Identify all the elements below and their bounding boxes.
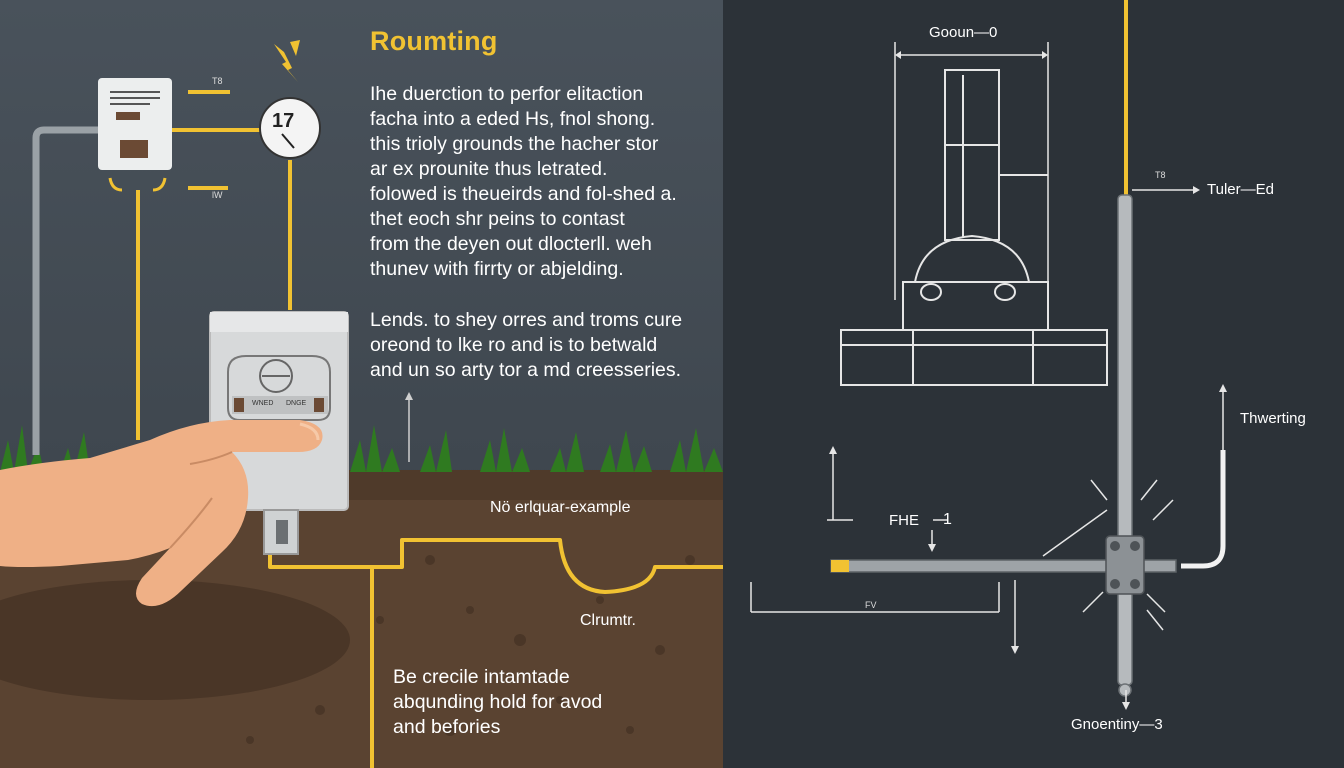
bent-wire xyxy=(1181,450,1226,569)
meter-gauge xyxy=(259,97,321,159)
meter-number: 17 xyxy=(272,110,295,132)
panel-lid xyxy=(210,312,348,332)
illustration-svg xyxy=(0,40,723,768)
bottom-line: abqunding hold for avod xyxy=(393,691,603,713)
intro-line: facha into a eded Hs, fnol shong. xyxy=(370,108,656,130)
panel-switch-right: DNGE xyxy=(286,400,307,407)
fhe-label: FHE xyxy=(889,512,919,529)
meter-slot-top xyxy=(116,112,140,120)
bolt-left-icon xyxy=(920,283,942,301)
clrumtr-label: Clrumtr. xyxy=(580,612,636,629)
bottom-paragraph: Be crecile intamtade abqunding hold for … xyxy=(393,665,602,740)
tuler-label: Tuler—Ed xyxy=(1207,181,1274,198)
top-dimension xyxy=(894,42,1049,300)
intro-line: thet eoch shr peins to contast xyxy=(370,208,625,230)
lightning-icon xyxy=(274,44,298,82)
dimension-lines xyxy=(750,450,1127,705)
second-paragraph: Lends. to shey orres and troms cure oreo… xyxy=(370,308,682,383)
intro-line: Ihe duerction to perfor elitaction xyxy=(370,83,644,105)
hand xyxy=(0,420,323,607)
panel-dial xyxy=(259,359,293,393)
intro-line: this trioly grounds the hacher stor xyxy=(370,133,659,155)
tag-top: T8 xyxy=(212,76,223,86)
page-title: Roumting xyxy=(370,26,498,56)
conductor-tip xyxy=(831,560,849,572)
intro-line: ar ex prounite thus letrated. xyxy=(370,158,608,180)
thwerting-label: Thwerting xyxy=(1240,410,1306,427)
soil-stones xyxy=(246,555,695,744)
meter-box xyxy=(98,78,172,170)
yellow-wires xyxy=(108,90,723,768)
bolt-right-icon xyxy=(994,283,1016,301)
bottom-line: and befories xyxy=(393,716,501,738)
panel-switch-row xyxy=(232,396,328,414)
fv-label: FV xyxy=(865,600,877,610)
service-pipe xyxy=(32,126,100,455)
lightning-spark xyxy=(290,40,300,56)
illustration-panel: Roumting Ihe duerction to perfor elitact… xyxy=(0,0,723,768)
technical-drawing-panel: Gooun—0 Tuler—Ed T8 Thwerting FHE 1 FV G… xyxy=(723,0,1344,768)
bottom-line: Be crecile intamtade xyxy=(393,666,570,688)
panel-switch-left: WNED xyxy=(252,400,274,407)
intro-paragraph: Ihe duerction to perfor elitaction facha… xyxy=(370,82,677,282)
ground-top-label: Gooun—0 xyxy=(929,24,998,41)
intro-line: folowed is theueirds and fol-shed a. xyxy=(370,183,677,205)
fhe-number: 1 xyxy=(943,511,952,528)
second-line: Lends. to shey orres and troms cure xyxy=(370,309,683,331)
soil-pit xyxy=(0,580,350,700)
tag-mid: lW xyxy=(212,190,223,200)
meter-lines xyxy=(110,91,160,105)
ground-rod xyxy=(1117,194,1133,686)
intro-line: thunev with firrty or abjelding. xyxy=(370,258,624,280)
example-label: Nö erlquar-example xyxy=(490,499,631,516)
meter-slot-bottom xyxy=(120,140,148,158)
tuler-tag: T8 xyxy=(1155,170,1166,180)
technical-drawing-svg xyxy=(750,0,1227,710)
second-line: oreond to lke ro and is to betwald xyxy=(370,334,658,356)
grounding-label: Gnoentiny—3 xyxy=(1071,716,1163,733)
clamp-burst xyxy=(1042,479,1174,631)
mount-structure xyxy=(840,69,1108,386)
intro-line: from the deyen out dlocterll. weh xyxy=(370,233,652,255)
panel-faceplate xyxy=(227,355,331,421)
second-line: and un so arty tor a md creesseries. xyxy=(370,359,682,381)
gauge-needle xyxy=(281,133,295,149)
